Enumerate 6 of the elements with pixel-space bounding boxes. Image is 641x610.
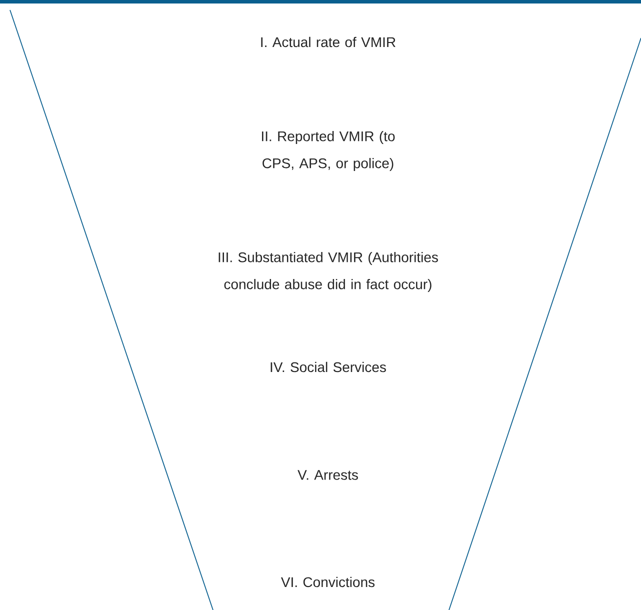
level-label: II. Reported VMIR (to CPS, APS, or police) bbox=[262, 130, 395, 172]
level-label: I. Actual rate of VMIR bbox=[261, 36, 396, 48]
level-label: V. Arrests bbox=[298, 470, 358, 480]
level-label: IV. Social Services bbox=[270, 362, 386, 372]
level-label: III. Substantiated VMIR (Authorities conclude abuse did in fact occur) bbox=[218, 252, 438, 292]
level-label: VI. Convictions bbox=[281, 576, 375, 588]
